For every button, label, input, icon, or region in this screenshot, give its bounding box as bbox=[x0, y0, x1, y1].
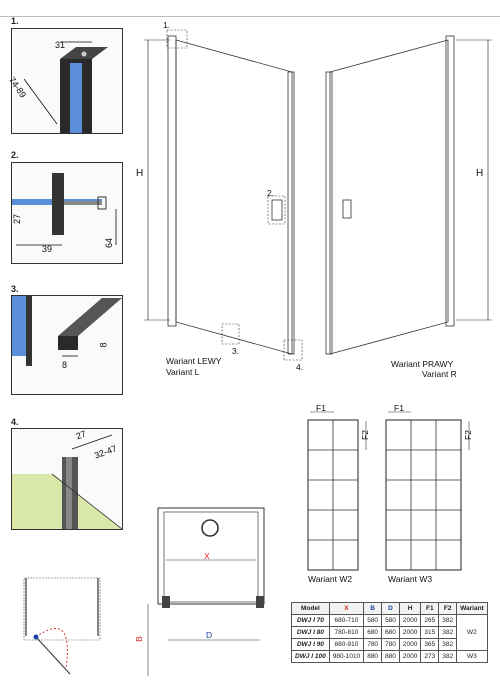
cell-b: 680 bbox=[363, 626, 383, 639]
cell-d: 780 bbox=[381, 638, 400, 651]
top-rule bbox=[0, 16, 500, 17]
table-row: DWJ I 70 680-710 580 580 2000 265 382 W2 bbox=[291, 614, 488, 651]
detail-1-drawing bbox=[12, 29, 122, 133]
detail-1-number: 1. bbox=[11, 16, 19, 26]
plan-x-label: X bbox=[204, 551, 210, 561]
callout-2-label: 2. bbox=[267, 188, 275, 198]
detail-3-a-label: 8 bbox=[62, 360, 68, 370]
cell-f1: 365 bbox=[420, 638, 440, 651]
variant-left-label-1: Wariant LEWY bbox=[166, 356, 222, 366]
col-header-x: X bbox=[328, 602, 365, 615]
cell-x: 680-710 bbox=[328, 614, 365, 627]
cell-model: DWJ I 80 bbox=[291, 626, 330, 639]
detail-4-box bbox=[11, 428, 123, 530]
cell-b: 880 bbox=[363, 650, 383, 663]
cell-h: 2000 bbox=[398, 626, 422, 639]
cell-f2: 382 bbox=[438, 638, 458, 651]
table-row: DWJ I 90 880-910 780 780 2000 365 382 bbox=[291, 638, 488, 651]
cell-model: DWJ I 100 bbox=[291, 650, 330, 663]
plan-b-label: B bbox=[133, 636, 144, 642]
cell-d: 680 bbox=[381, 626, 400, 639]
cell-x: 980-1010 bbox=[328, 650, 365, 663]
cell-x: 880-910 bbox=[328, 638, 365, 651]
spec-table-header-row: Model X B D H F1 F2 Wariant bbox=[291, 602, 488, 615]
cell-d: 880 bbox=[381, 650, 400, 663]
grid-w2-f2-label: F2 bbox=[359, 430, 370, 440]
plan-d-label: D bbox=[206, 630, 213, 640]
col-header-b: B bbox=[363, 602, 383, 615]
col-header-h: H bbox=[398, 602, 422, 615]
cell-variant-w3: W3 bbox=[456, 650, 488, 663]
grid-w3-f2-label: F2 bbox=[462, 430, 473, 440]
detail-3-drawing bbox=[12, 296, 122, 394]
cell-h: 2000 bbox=[398, 614, 422, 627]
table-row: DWJ I 80 780-810 680 680 2000 315 382 bbox=[291, 626, 488, 639]
cell-f1: 273 bbox=[420, 650, 440, 663]
cell-b: 580 bbox=[363, 614, 383, 627]
callout-3-label: 3. bbox=[232, 346, 240, 356]
col-header-d: D bbox=[381, 602, 400, 615]
col-header-model: Model bbox=[291, 602, 330, 615]
variant-right-label-2: Variant R bbox=[422, 369, 457, 379]
cell-d: 580 bbox=[381, 614, 400, 627]
grid-w3-f1-label: F1 bbox=[394, 403, 404, 413]
detail-2-width-label: 39 bbox=[42, 244, 53, 254]
variant-left-label-2: Variant L bbox=[166, 367, 200, 377]
cell-f1: 315 bbox=[420, 626, 440, 639]
door-height-left-label: H bbox=[136, 168, 144, 179]
cell-x: 780-810 bbox=[328, 626, 365, 639]
cell-h: 2000 bbox=[398, 650, 422, 663]
cell-model: DWJ I 70 bbox=[291, 614, 330, 627]
grid-w2-f1-label: F1 bbox=[316, 403, 326, 413]
cell-variant-w2: W2 bbox=[456, 614, 488, 651]
spec-table: Model X B D H F1 F2 Wariant DWJ I 70 680… bbox=[291, 602, 488, 663]
cell-f2: 382 bbox=[438, 614, 458, 627]
cell-model: DWJ I 90 bbox=[291, 638, 330, 651]
cell-b: 780 bbox=[363, 638, 383, 651]
detail-3-box bbox=[11, 295, 123, 395]
detail-2-number: 2. bbox=[11, 150, 19, 160]
detail-2-drawing bbox=[12, 163, 122, 263]
col-header-wariant: Wariant bbox=[456, 602, 488, 615]
cell-f1: 265 bbox=[420, 614, 440, 627]
detail-1-width-label: 31 bbox=[55, 40, 66, 50]
detail-4-drawing bbox=[12, 429, 122, 529]
cell-f2: 382 bbox=[438, 650, 458, 663]
col-header-f1: F1 bbox=[420, 602, 440, 615]
detail-2-box bbox=[11, 162, 123, 264]
variant-w2-label: Wariant W2 bbox=[308, 574, 353, 584]
door-height-right-label: H bbox=[476, 168, 484, 179]
table-row: DWJ I 100 980-1010 880 880 2000 273 382 … bbox=[291, 650, 488, 663]
cell-h: 2000 bbox=[398, 638, 422, 651]
detail-4-number: 4. bbox=[11, 417, 19, 427]
callout-1-label: 1. bbox=[163, 20, 171, 30]
callout-4-label: 4. bbox=[296, 362, 304, 372]
detail-1-box bbox=[11, 28, 123, 134]
variant-w3-label: Wariant W3 bbox=[388, 574, 433, 584]
detail-3-number: 3. bbox=[11, 284, 19, 294]
col-header-f2: F2 bbox=[438, 602, 458, 615]
variant-right-label-1: Wariant PRAWY bbox=[391, 359, 454, 369]
cell-f2: 382 bbox=[438, 626, 458, 639]
